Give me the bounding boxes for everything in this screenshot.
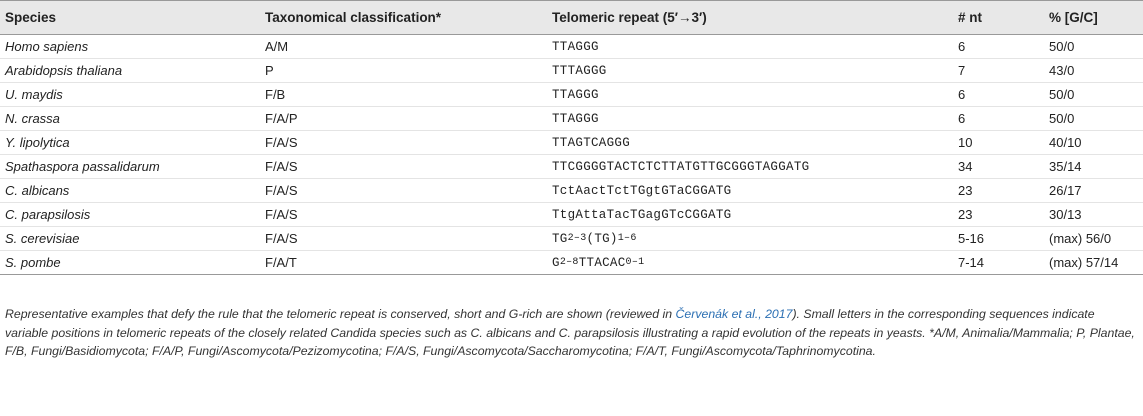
telomeric-repeat: TTCGGGGTACTCTCTTATGTTGCGGGTAGGATG <box>552 159 810 174</box>
gc-percent: 50/0 <box>1049 87 1075 102</box>
citation-link[interactable]: Červenák et al., 2017 <box>675 307 793 321</box>
header-repeat: Telomeric repeat (5′→3′) <box>552 10 707 25</box>
species-name: Homo sapiens <box>5 39 89 54</box>
telomeric-repeat: TctAactTctTGgtGTaCGGATG <box>552 183 732 198</box>
telomeric-repeat: TTAGGG <box>552 39 599 54</box>
repeat-subscript: 2–3 <box>567 233 587 244</box>
telomeric-repeat: TTAGTCAGGG <box>552 135 631 150</box>
telomeric-repeat: TtgAttaTacTGagGTcCGGATG <box>552 207 732 222</box>
table-row: N. crassa F/A/P TTAGGG 6 50/0 <box>0 107 1143 131</box>
caption-text: ). Small letters in the corresponding se… <box>5 307 1135 358</box>
gc-percent: 43/0 <box>1049 63 1075 78</box>
taxonomy: F/A/S <box>265 207 298 222</box>
taxonomy: F/A/P <box>265 111 298 126</box>
species-name: U. maydis <box>5 87 63 102</box>
repeat-base: TG <box>552 231 568 246</box>
gc-percent: (max) 57/14 <box>1049 255 1119 270</box>
nt-count: 6 <box>958 87 966 102</box>
telomeric-repeat: TTAGGG <box>552 111 599 126</box>
table-row: Spathaspora passalidarum F/A/S TTCGGGGTA… <box>0 155 1143 179</box>
table-row: Arabidopsis thaliana P TTTAGGG 7 43/0 <box>0 59 1143 83</box>
telomeric-repeat: TTTAGGG <box>552 63 607 78</box>
table-row: C. albicans F/A/S TctAactTctTGgtGTaCGGAT… <box>0 179 1143 203</box>
nt-count: 23 <box>958 207 973 222</box>
table-row: Homo sapiens A/M TTAGGG 6 50/0 <box>0 35 1143 59</box>
nt-count: 34 <box>958 159 973 174</box>
table-header: Species Taxonomical classification* Telo… <box>0 0 1143 35</box>
repeat-subscript: 1–6 <box>617 233 637 244</box>
gc-percent: 40/10 <box>1049 135 1082 150</box>
caption-text: Representative examples that defy the ru… <box>5 307 676 321</box>
table-caption: Representative examples that defy the ru… <box>5 305 1138 361</box>
gc-percent: 30/13 <box>1049 207 1082 222</box>
header-nt: # nt <box>958 10 983 25</box>
species-name: Spathaspora passalidarum <box>5 159 160 174</box>
table-row: U. maydis F/B TTAGGG 6 50/0 <box>0 83 1143 107</box>
repeat-base: TTACAC <box>578 255 626 270</box>
taxonomy: F/A/S <box>265 231 298 246</box>
species-name: Arabidopsis thaliana <box>5 63 123 78</box>
nt-count: 6 <box>958 39 966 54</box>
repeat-subscript: 2–8 <box>559 257 579 268</box>
table-row: C. parapsilosis F/A/S TtgAttaTacTGagGTcC… <box>0 203 1143 227</box>
repeat-base: (TG) <box>586 231 618 246</box>
taxonomy: F/A/S <box>265 183 298 198</box>
taxonomy: P <box>265 63 274 78</box>
species-name: C. albicans <box>5 183 70 198</box>
nt-count: 7-14 <box>958 255 985 270</box>
taxonomy: F/B <box>265 87 286 102</box>
gc-percent: 35/14 <box>1049 159 1082 174</box>
taxonomy: F/A/S <box>265 135 298 150</box>
gc-percent: 50/0 <box>1049 39 1075 54</box>
species-name: S. pombe <box>5 255 61 270</box>
species-name: N. crassa <box>5 111 60 126</box>
taxonomy: F/A/T <box>265 255 297 270</box>
nt-count: 6 <box>958 111 966 126</box>
table-row: Y. lipolytica F/A/S TTAGTCAGGG 10 40/10 <box>0 131 1143 155</box>
taxonomy: F/A/S <box>265 159 298 174</box>
header-species: Species <box>5 10 57 25</box>
nt-count: 10 <box>958 135 973 150</box>
telomeric-repeat: TTAGGG <box>552 87 599 102</box>
nt-count: 5-16 <box>958 231 985 246</box>
gc-percent: 26/17 <box>1049 183 1082 198</box>
gc-percent: 50/0 <box>1049 111 1075 126</box>
repeat-subscript: 0–1 <box>625 257 645 268</box>
taxonomy: A/M <box>265 39 289 54</box>
species-name: S. cerevisiae <box>5 231 80 246</box>
species-name: C. parapsilosis <box>5 207 91 222</box>
repeat-base: G <box>552 255 560 270</box>
gc-percent: (max) 56/0 <box>1049 231 1112 246</box>
species-name: Y. lipolytica <box>5 135 70 150</box>
telomere-table: Species Taxonomical classification* Telo… <box>0 0 1143 275</box>
nt-count: 7 <box>958 63 966 78</box>
header-gc: % [G/C] <box>1049 10 1098 25</box>
header-taxonomy: Taxonomical classification* <box>265 10 442 25</box>
nt-count: 23 <box>958 183 973 198</box>
